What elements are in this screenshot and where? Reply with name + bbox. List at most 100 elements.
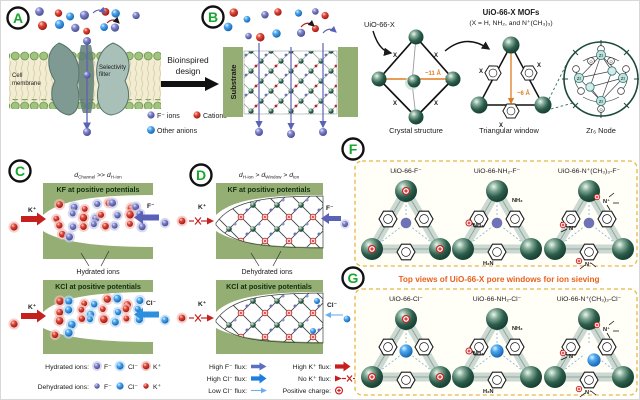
panel-d: D dH-ion > dWindow > dion KF at positive… bbox=[176, 163, 357, 395]
k-ion-hydrated bbox=[142, 362, 150, 370]
nh2-group: NH₂ bbox=[512, 326, 523, 332]
panel-f-letter: F bbox=[349, 141, 358, 157]
cell-membrane-label-2: membrane bbox=[12, 81, 41, 87]
k-plus-label: K⁺ bbox=[198, 301, 207, 308]
selectivity-filter-label-2: filter bbox=[99, 72, 110, 78]
x-substituent: X bbox=[434, 101, 438, 107]
low-cl-flux-label: Low Cl⁻ flux: bbox=[208, 388, 247, 395]
substrate-label: Substrate bbox=[229, 64, 238, 99]
panel-c: C dChannel >> dH-ion KF at positive pote… bbox=[8, 159, 171, 391]
window-dimension: ~6 Å bbox=[517, 90, 531, 97]
f-label: F⁻ bbox=[104, 364, 112, 371]
f-minus-label: F⁻ bbox=[147, 203, 155, 210]
uio-66-x-label: UiO-66-X bbox=[364, 20, 395, 29]
pointer-line bbox=[80, 252, 90, 267]
panel-g: G Top views of UiO-66-X pore windows for… bbox=[341, 266, 638, 398]
mofs-title: UiO-66-X MOFs bbox=[483, 8, 540, 17]
kcl-channel-bottom-wall bbox=[43, 328, 153, 354]
n-plus-group: N⁺ bbox=[569, 225, 576, 232]
k-ion bbox=[10, 223, 18, 231]
nh2-group: NH₂ bbox=[473, 351, 484, 357]
d-subscript: Window bbox=[265, 175, 282, 180]
x-substituent: X bbox=[434, 53, 438, 59]
d-symbol: d bbox=[74, 172, 78, 179]
crystal-structure-label: Crystal structure bbox=[389, 126, 443, 135]
window-f2-label: UiO-66-NH₂-F⁻ bbox=[474, 168, 521, 175]
kcl-mof-lattice bbox=[215, 292, 324, 344]
cl-ion bbox=[314, 298, 320, 304]
window-g3-label: UiO-66-N⁺(CH₃)₃-Cl⁻ bbox=[557, 296, 622, 303]
f-ion-dehydrated bbox=[94, 383, 100, 389]
panel-f-badge bbox=[341, 137, 365, 161]
window-f3-label: UiO-66-N⁺(CH₃)₃-F⁻ bbox=[558, 168, 621, 175]
mofs-subtitle: (X = H, NH₂, and N⁺(CH₃)₃) bbox=[469, 20, 552, 27]
o-label: O bbox=[609, 59, 612, 64]
high-f-flux-arrow bbox=[321, 213, 341, 224]
crystal-to-window-arrow bbox=[444, 40, 491, 52]
pointer-line bbox=[100, 250, 110, 267]
n-plus-group: N⁺ bbox=[585, 261, 592, 268]
kcl-label: KCl at positive potentials bbox=[55, 282, 141, 291]
cl-ion bbox=[343, 315, 351, 323]
kf-mof-top-wall bbox=[216, 183, 323, 215]
k-ion-dehydrated bbox=[143, 383, 149, 389]
hydrated-legend-label: Hydrated ions: bbox=[45, 364, 89, 371]
f-ion bbox=[83, 71, 91, 79]
no-k-arrow bbox=[189, 314, 214, 322]
dehydrated-ions-label: Dehydrated ions bbox=[242, 269, 293, 276]
k-in-arrow bbox=[21, 309, 46, 323]
substrate-right bbox=[338, 47, 358, 117]
panel-a-badge bbox=[6, 6, 30, 30]
f-ion bbox=[319, 128, 327, 136]
n-plus-group: N⁺ bbox=[569, 353, 576, 360]
high-f-flux-label: High F⁻ flux: bbox=[209, 364, 247, 371]
f-ion bbox=[287, 130, 295, 138]
d-symbol: d bbox=[289, 172, 293, 179]
flux-legend: High F⁻ flux: High Cl⁻ flux: Low Cl⁻ flu… bbox=[207, 361, 357, 395]
panel-b: B Bioinspired design Substrate UiO-66-X … bbox=[161, 5, 639, 138]
uio-pointer-arrow bbox=[372, 30, 393, 56]
k-plus-label: K⁺ bbox=[198, 204, 207, 211]
bioinspired-label-1: Bioinspired bbox=[167, 55, 209, 65]
hydrated-ions-label: Hydrated ions bbox=[76, 269, 120, 276]
x-substituent: X bbox=[393, 101, 397, 107]
cl-minus-label: Cl⁻ bbox=[146, 300, 157, 307]
window-f1-label: UiO-66-F⁻ bbox=[390, 168, 422, 175]
zr-label: Zr bbox=[599, 99, 604, 104]
k-ion-blocked bbox=[178, 314, 186, 322]
kf-label: KF at positive potentials bbox=[56, 185, 139, 194]
d-subscript: ion bbox=[293, 175, 300, 180]
panel-g-letter: G bbox=[348, 270, 359, 286]
k-ion-blocked bbox=[178, 217, 186, 225]
ion-state-legend: Hydrated ions: F⁻ Cl⁻ K⁺ Dehydrated ions… bbox=[38, 360, 162, 391]
ion-swap-arrow-red bbox=[106, 16, 120, 24]
cl-ion-dehydrated bbox=[116, 382, 124, 390]
panel-c-badge bbox=[8, 159, 32, 183]
f-ion bbox=[161, 219, 169, 227]
no-k-flux-symbol bbox=[335, 375, 357, 382]
pointer-line bbox=[272, 250, 282, 267]
positive-charge-symbol bbox=[334, 386, 344, 395]
n-plus-group: N⁺ bbox=[585, 389, 592, 396]
f-minus-label: F⁻ bbox=[326, 205, 334, 212]
kf-channel-top-wall bbox=[43, 183, 153, 215]
crystal-structure: X X X X ~11 Å Crystal structure bbox=[371, 29, 461, 135]
n-plus-group: N⁺ bbox=[603, 326, 610, 333]
window-g1-label: UiO-66-Cl⁻ bbox=[389, 296, 423, 303]
cation-legend-dot bbox=[193, 111, 201, 119]
ion-swap-arrow-blue bbox=[322, 25, 337, 34]
ions-above-membrane bbox=[35, 7, 140, 35]
zr-label: Zr bbox=[599, 53, 604, 58]
other-anion-legend-dot bbox=[147, 126, 155, 134]
f-ion-legend-dot bbox=[147, 111, 155, 119]
x-substituent: X bbox=[499, 123, 503, 129]
zr-atoms: Zr Zr Zr Zr O O O bbox=[574, 50, 629, 112]
x-substituent: X bbox=[537, 63, 541, 69]
bioinspired-label-2: design bbox=[176, 66, 201, 76]
x-substituent: X bbox=[479, 69, 483, 75]
design-arrow bbox=[161, 77, 219, 91]
d-subscript: H-ion bbox=[243, 175, 254, 180]
h2n-group: H₂N bbox=[483, 261, 494, 267]
